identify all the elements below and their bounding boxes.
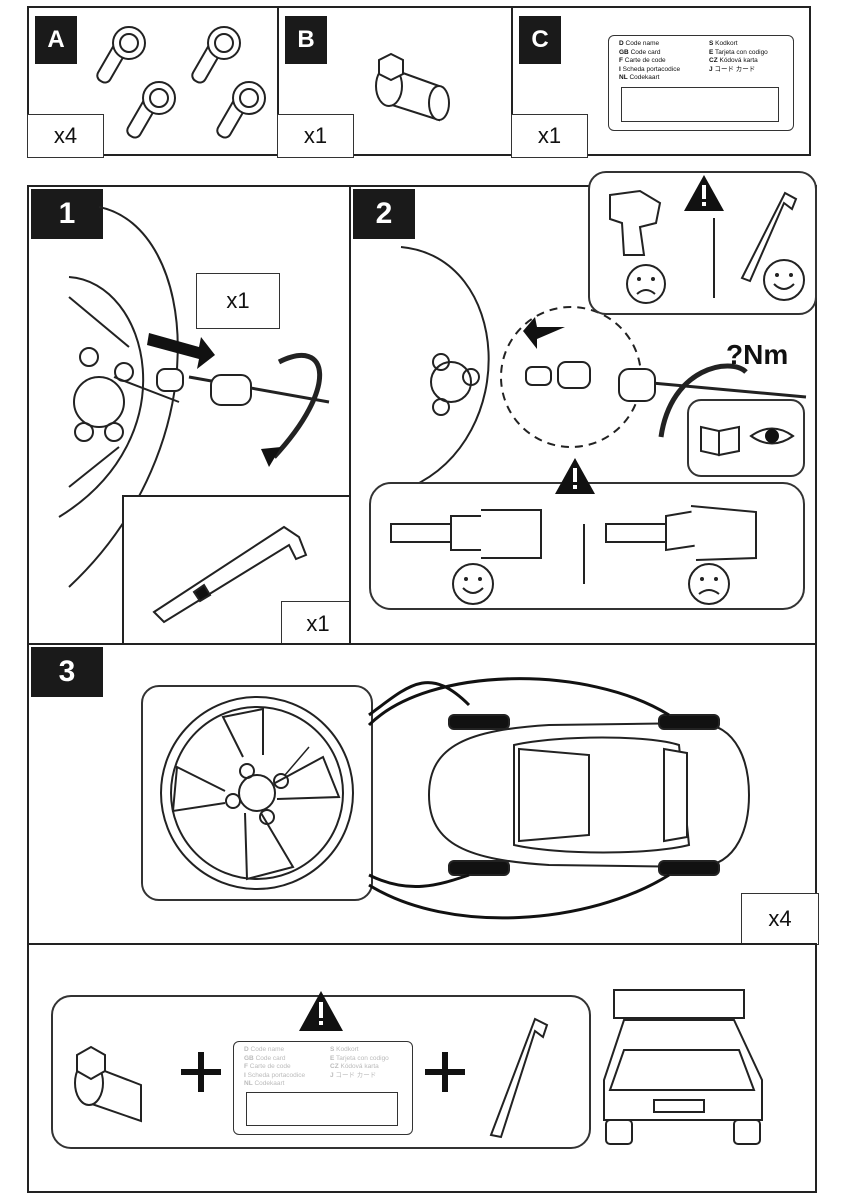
part-b-qty: x1 [277, 114, 354, 158]
storage-panel: D Code name GB Code card F Carte de code… [27, 943, 817, 1193]
step-2-illustration [400, 246, 807, 488]
warning-icon [299, 991, 343, 1031]
happy-face-icon [452, 563, 494, 605]
part-c-tag: C [519, 16, 561, 64]
step-1-panel: 1 x1 x1 [27, 185, 355, 647]
card-text: Scheda portacodice [622, 65, 681, 73]
socket-fit-bubble [369, 458, 805, 610]
card-text: Kodkort [715, 40, 738, 47]
l-wrench-icon [152, 525, 308, 624]
step-1-tool-box: x1 [122, 495, 355, 647]
sad-face-icon [688, 563, 730, 605]
card-text: Code name [625, 40, 660, 47]
code-card: D Code name GB Code card F Carte de code… [233, 1041, 413, 1135]
card-code: S [330, 1046, 335, 1053]
card-text: Codekaart [629, 74, 660, 81]
card-code: GB [619, 48, 629, 56]
manual-bubble [687, 399, 805, 477]
warning-icon [555, 458, 595, 494]
part-b-tag: B [285, 16, 327, 64]
eye-icon [749, 427, 795, 445]
card-text: Code card [630, 48, 661, 56]
card-code: E [330, 1054, 335, 1062]
card-text: Codekaart [254, 1080, 285, 1087]
card-code: I [244, 1071, 246, 1079]
wheel-illustration [58, 206, 330, 588]
step-2-panel: 2 ?Nm [349, 171, 817, 645]
card-code: CZ [330, 1063, 339, 1070]
part-a-qty: x4 [27, 114, 104, 158]
card-text: Carte de code [624, 57, 666, 64]
happy-face-icon [763, 259, 805, 301]
card-code: J [330, 1071, 334, 1079]
wheel-icon [160, 696, 354, 890]
card-code: CZ [709, 57, 718, 64]
card-code: S [709, 40, 714, 47]
sad-face-icon [626, 264, 666, 304]
card-text: Code name [250, 1046, 285, 1053]
socket-correct-fit [390, 509, 542, 559]
card-text: Kodkort [336, 1046, 359, 1053]
divider [583, 524, 585, 584]
l-wrench-icon [489, 1017, 549, 1139]
socket-wrong-fit [605, 505, 757, 561]
warning-icon [684, 175, 724, 211]
impact-wrench-icon [609, 189, 662, 256]
card-code: D [619, 40, 624, 47]
card-code: D [244, 1046, 249, 1053]
card-code: J [709, 65, 713, 73]
card-text: Kódová karta [340, 1063, 379, 1070]
part-c-qty: x1 [511, 114, 588, 158]
step-2-number: 2 [353, 189, 415, 239]
plus-icon [425, 1052, 465, 1092]
step-3-qty: x4 [741, 893, 819, 945]
part-c-panel: C x1 D Code name GB Code card F Carte de… [511, 6, 811, 158]
tool-compare-bubble [588, 171, 817, 315]
card-text: Code card [255, 1054, 286, 1062]
card-text: Tarjeta con codigo [336, 1054, 389, 1062]
part-b-panel: B x1 [277, 6, 513, 158]
card-code: GB [244, 1054, 254, 1062]
part-a-tag: A [35, 16, 77, 64]
part-a-panel: A x4 [27, 6, 279, 158]
card-code: NL [619, 74, 628, 81]
divider [713, 218, 715, 298]
card-code: NL [244, 1080, 253, 1087]
card-code: F [244, 1063, 248, 1070]
key-socket-icon [74, 1045, 142, 1123]
step-1-number: 1 [31, 189, 103, 239]
card-text: コード カード [714, 65, 756, 73]
code-field [621, 87, 779, 122]
manual-book-icon [700, 425, 740, 457]
wheel-detail-box [141, 685, 373, 901]
card-text: Tarjeta con codigo [715, 48, 768, 56]
step-3-panel: 3 [27, 643, 819, 945]
card-text: Scheda portacodice [247, 1071, 306, 1079]
step-1-qty-main: x1 [196, 273, 280, 329]
card-code: E [709, 48, 714, 56]
plus-icon [181, 1052, 221, 1092]
torque-label: ?Nm [726, 339, 789, 370]
step-1-qty-tool: x1 [281, 601, 355, 647]
wheel-arrows [367, 677, 670, 920]
car-rear-open-trunk [603, 989, 763, 1145]
card-code: I [619, 65, 621, 73]
code-card: D Code name GB Code card F Carte de code… [608, 35, 794, 131]
code-field [246, 1092, 398, 1126]
key-socket-icon [375, 52, 450, 122]
locking-bolts-icon [96, 26, 266, 139]
car-top-view [427, 714, 751, 876]
card-text: Kódová karta [719, 57, 758, 64]
card-text: コード カード [335, 1071, 377, 1079]
step-3-number: 3 [31, 647, 103, 697]
l-wrench-icon [740, 191, 798, 283]
card-text: Carte de code [249, 1063, 291, 1070]
card-code: F [619, 57, 623, 64]
